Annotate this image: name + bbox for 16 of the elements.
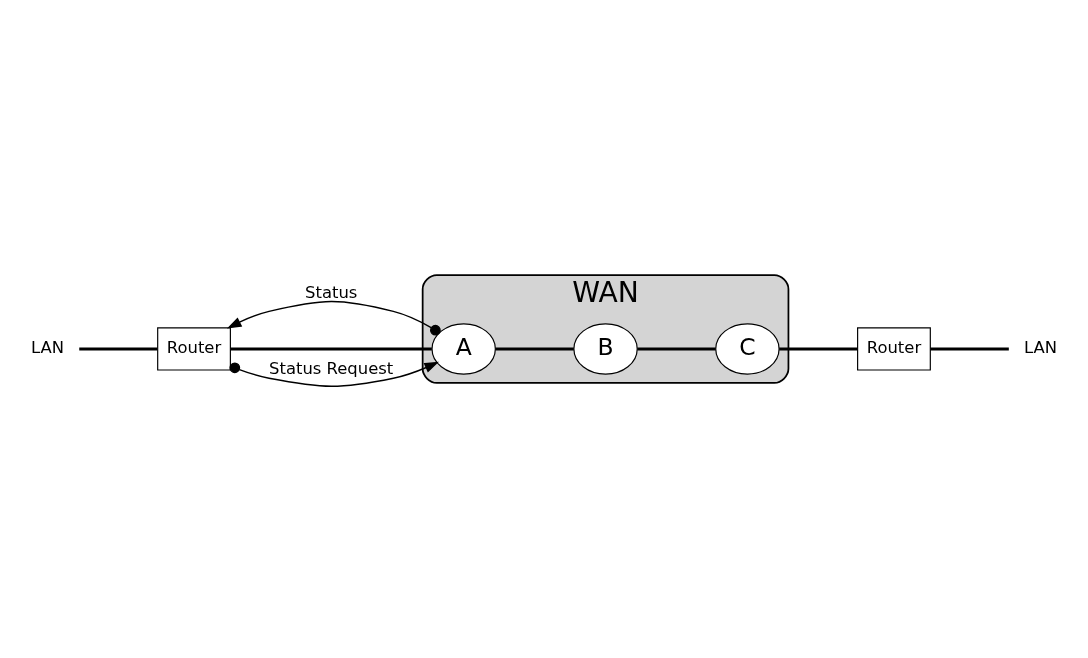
node-box: Router: [857, 327, 931, 371]
node-ellipse: B: [573, 323, 638, 375]
connector: [779, 347, 858, 351]
connector: [495, 347, 574, 351]
arrow: [229, 361, 439, 387]
node-text: LAN: [30, 338, 64, 358]
arrow: [226, 300, 441, 336]
node-ellipse: C: [715, 323, 780, 375]
connector: [230, 347, 432, 351]
edge-label: Status: [305, 282, 358, 302]
node-text: LAN: [1024, 338, 1058, 358]
connector: [637, 347, 716, 351]
connector: [930, 347, 1009, 351]
connector: [79, 347, 158, 351]
edge-label: Status Request: [269, 358, 394, 378]
node-box: Router: [157, 327, 231, 371]
